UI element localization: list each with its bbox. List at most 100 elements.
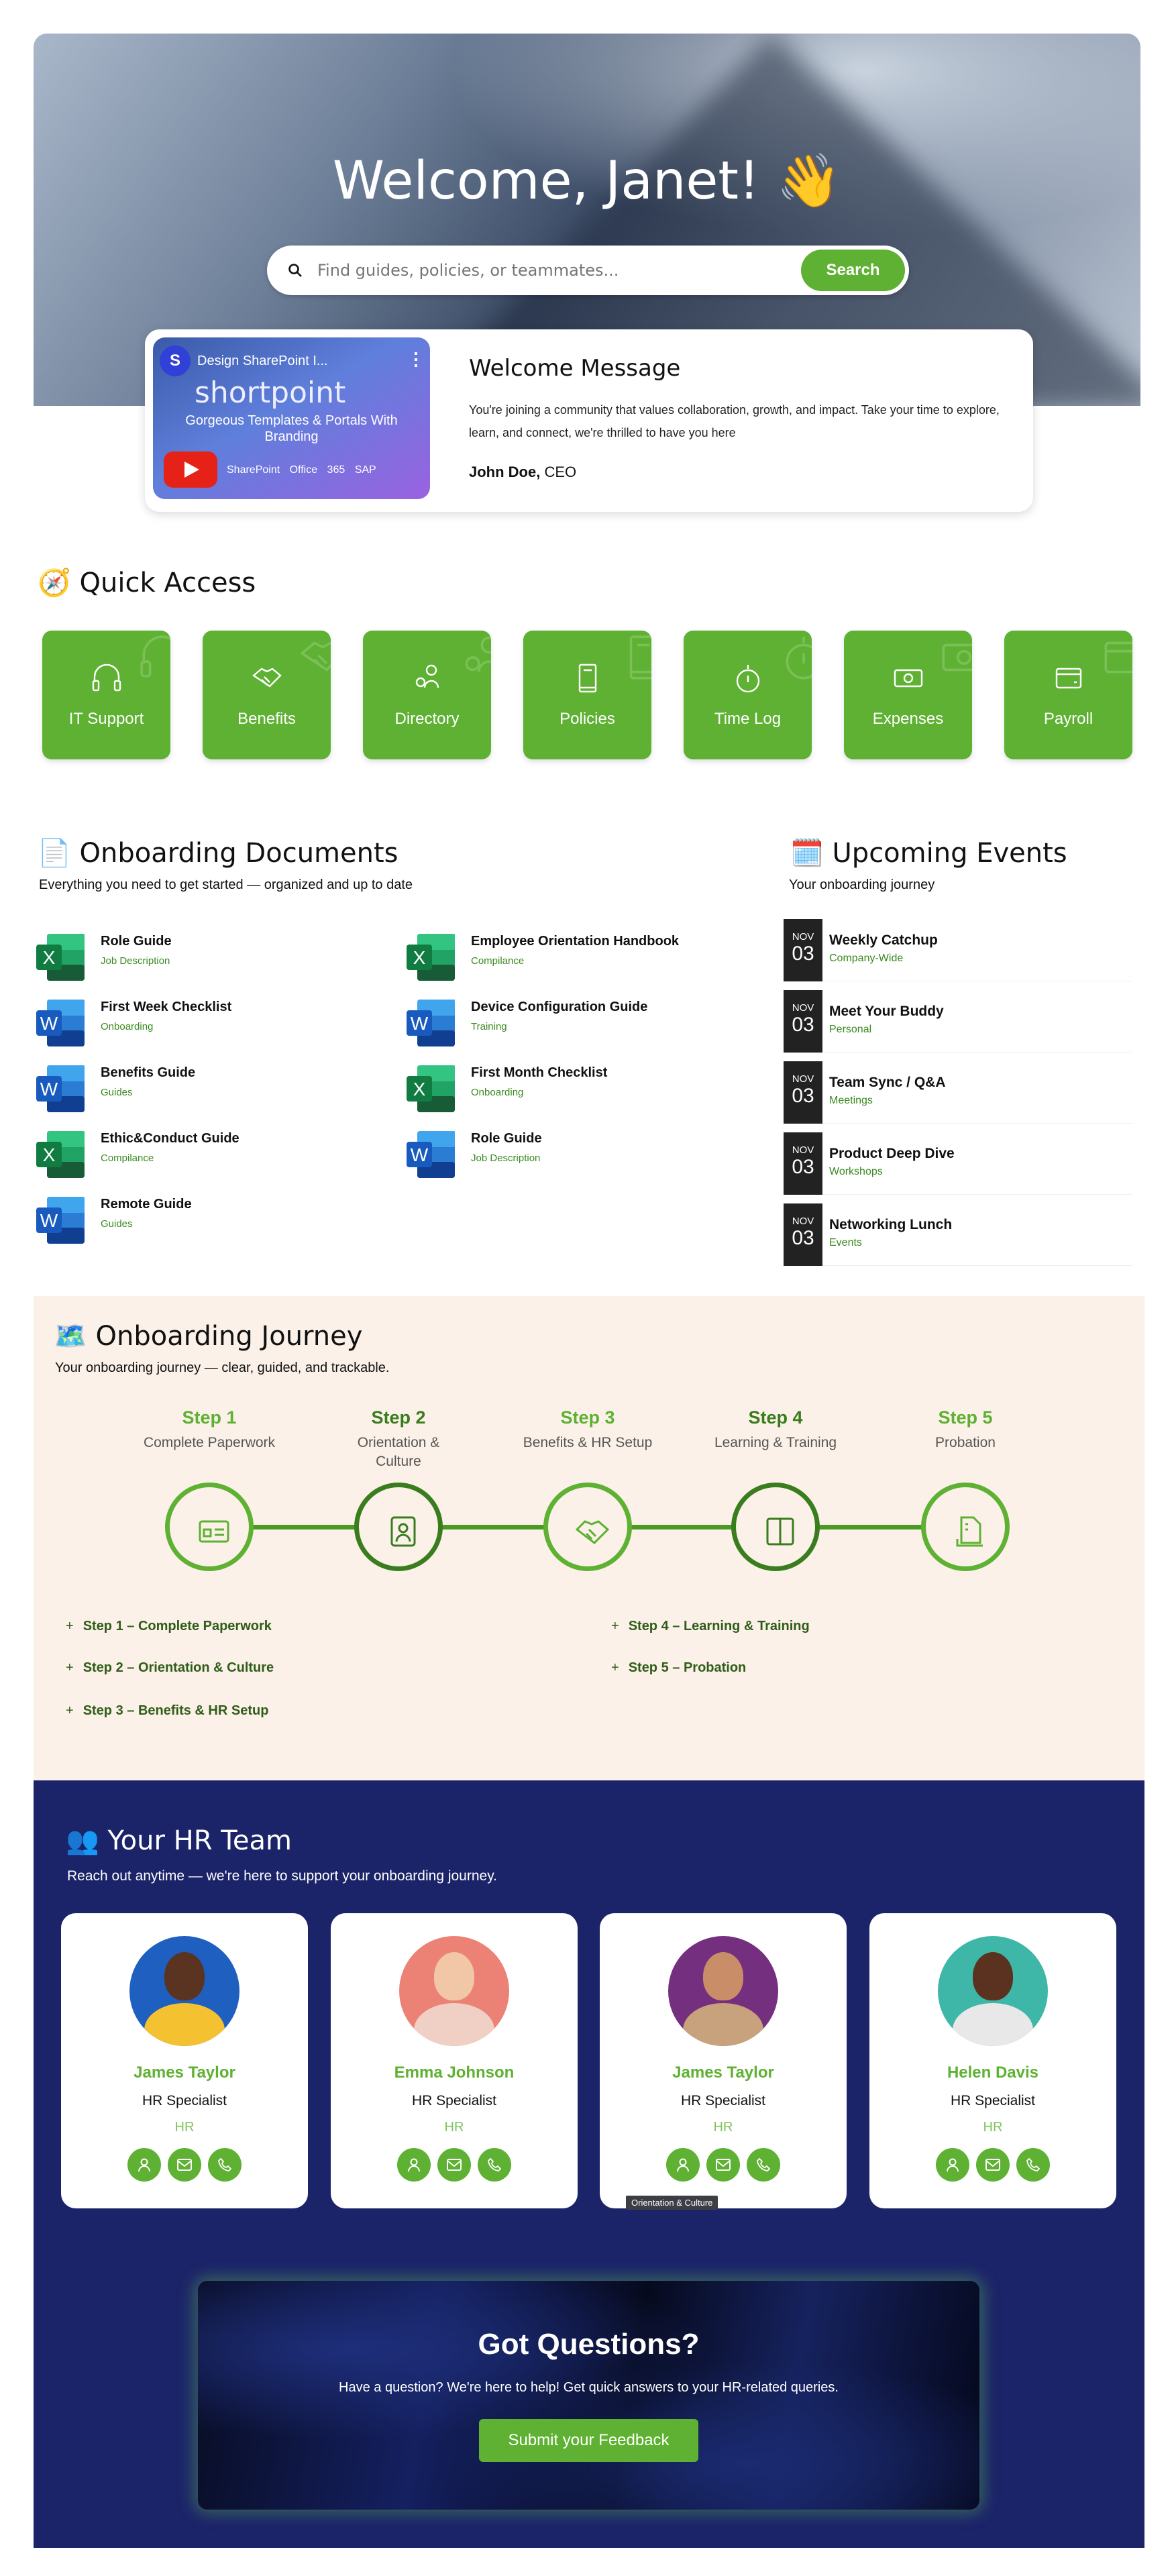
- excel-file-icon: X: [407, 934, 455, 981]
- document-item[interactable]: X Employee Orientation Handbook Compilan…: [405, 931, 754, 985]
- event-month: NOV: [792, 1002, 814, 1014]
- step-circle-3[interactable]: [543, 1483, 632, 1571]
- document-category: Onboarding: [471, 1087, 524, 1098]
- accordion-item[interactable]: +Step 5 – Probation: [611, 1660, 746, 1676]
- member-department: HR: [444, 2120, 464, 2135]
- document-item[interactable]: X Role Guide Job Description: [35, 931, 384, 985]
- tooltip: Orientation & Culture: [626, 2196, 718, 2210]
- member-role: HR Specialist: [680, 2093, 766, 2108]
- document-category: Job Description: [101, 955, 170, 967]
- video-title: Design SharePoint I...: [197, 354, 328, 368]
- event-month: NOV: [792, 1073, 814, 1085]
- quick-access-title: 🧭 Quick Access: [38, 568, 256, 598]
- quick-access-tile-it-support[interactable]: IT Support: [42, 631, 170, 759]
- svg-text:W: W: [40, 1079, 58, 1099]
- plus-icon: +: [66, 1660, 74, 1675]
- call-button[interactable]: [1016, 2148, 1050, 2182]
- step-number: Step 1: [182, 1407, 237, 1428]
- email-button[interactable]: [168, 2148, 201, 2182]
- document-item[interactable]: W Benefits Guide Guides: [35, 1063, 384, 1116]
- quick-access-tile-benefits[interactable]: Benefits: [203, 631, 331, 759]
- step-circle-5[interactable]: [921, 1483, 1010, 1571]
- word-file-icon: W: [36, 1197, 85, 1244]
- email-button[interactable]: [976, 2148, 1010, 2182]
- user-icon: [947, 2158, 959, 2172]
- document-item[interactable]: W Role Guide Job Description: [405, 1128, 754, 1182]
- quick-access-tile-policies[interactable]: Policies: [523, 631, 651, 759]
- step-circle-1[interactable]: [165, 1483, 254, 1571]
- accordion-item[interactable]: +Step 1 – Complete Paperwork: [66, 1619, 272, 1634]
- document-category: Compilance: [471, 955, 525, 967]
- document-name: Role Guide: [471, 1131, 542, 1146]
- event-category: Meetings: [829, 1095, 873, 1106]
- step-number: Step 3: [560, 1407, 615, 1428]
- profile-button[interactable]: [666, 2148, 700, 2182]
- people-icon: [415, 664, 439, 688]
- plus-icon: +: [66, 1703, 74, 1718]
- submit-feedback-button[interactable]: Submit your Feedback: [479, 2419, 698, 2462]
- search-button[interactable]: Search: [801, 250, 905, 291]
- video-thumbnail[interactable]: S Design SharePoint I... ⋮ shortpoint Go…: [153, 337, 430, 499]
- event-month: NOV: [792, 1216, 814, 1227]
- call-button[interactable]: [747, 2148, 780, 2182]
- document-item[interactable]: W First Week Checklist Onboarding: [35, 997, 384, 1051]
- step-connector: [628, 1525, 735, 1529]
- step-connector: [439, 1525, 547, 1529]
- step-circle-4[interactable]: [731, 1483, 820, 1571]
- quick-access-tile-payroll[interactable]: Payroll: [1004, 631, 1132, 759]
- tile-label: Policies: [559, 710, 615, 728]
- document-name: Employee Orientation Handbook: [471, 934, 680, 949]
- document-name: Ethic&Conduct Guide: [101, 1131, 239, 1146]
- email-button[interactable]: [437, 2148, 471, 2182]
- signature-role: CEO: [540, 464, 577, 480]
- call-button[interactable]: [478, 2148, 511, 2182]
- svg-text:X: X: [413, 947, 426, 968]
- phone-icon: [218, 2157, 232, 2171]
- document-name: Remote Guide: [101, 1197, 192, 1212]
- event-category: Events: [829, 1237, 862, 1248]
- document-item[interactable]: X Ethic&Conduct Guide Compilance: [35, 1128, 384, 1182]
- document-category: Job Description: [471, 1152, 541, 1164]
- document-icon: [956, 1516, 983, 1547]
- document-item[interactable]: W Device Configuration Guide Training: [405, 997, 754, 1051]
- step-label-4: Step 4 Learning & Training: [698, 1407, 853, 1452]
- accordion-item[interactable]: +Step 2 – Orientation & Culture: [66, 1660, 274, 1676]
- document-name: Benefits Guide: [101, 1065, 196, 1080]
- step-label-3: Step 3 Benefits & HR Setup: [511, 1407, 665, 1452]
- word-file-icon: W: [407, 1131, 455, 1178]
- accordion-item[interactable]: +Step 3 – Benefits & HR Setup: [66, 1703, 268, 1719]
- event-month: NOV: [792, 931, 814, 943]
- quick-access-tile-time-log[interactable]: Time Log: [684, 631, 812, 759]
- email-button[interactable]: [706, 2148, 740, 2182]
- member-department: HR: [713, 2120, 733, 2135]
- more-options-icon[interactable]: ⋮: [407, 349, 425, 369]
- search-input[interactable]: [317, 258, 787, 283]
- document-item[interactable]: W Remote Guide Guides: [35, 1194, 384, 1248]
- play-button-icon[interactable]: [164, 451, 217, 488]
- document-item[interactable]: X First Month Checklist Onboarding: [405, 1063, 754, 1116]
- word-file-icon: W: [36, 1000, 85, 1046]
- book-icon: [629, 635, 651, 680]
- profile-button[interactable]: [936, 2148, 969, 2182]
- step-circle-2[interactable]: [354, 1483, 443, 1571]
- phone-icon: [1026, 2157, 1040, 2171]
- event-day: 03: [792, 1227, 814, 1249]
- member-name: James Taylor: [672, 2063, 774, 2082]
- accordion-item[interactable]: +Step 4 – Learning & Training: [611, 1619, 810, 1634]
- quick-access-tile-expenses[interactable]: Expenses: [844, 631, 972, 759]
- svg-text:W: W: [40, 1013, 58, 1034]
- profile-button[interactable]: [397, 2148, 431, 2182]
- profile-button[interactable]: [127, 2148, 161, 2182]
- member-role: HR Specialist: [950, 2093, 1036, 2108]
- svg-text:X: X: [43, 1144, 56, 1165]
- svg-text:W: W: [411, 1013, 429, 1034]
- call-button[interactable]: [208, 2148, 242, 2182]
- quick-access-tile-directory[interactable]: Directory: [363, 631, 491, 759]
